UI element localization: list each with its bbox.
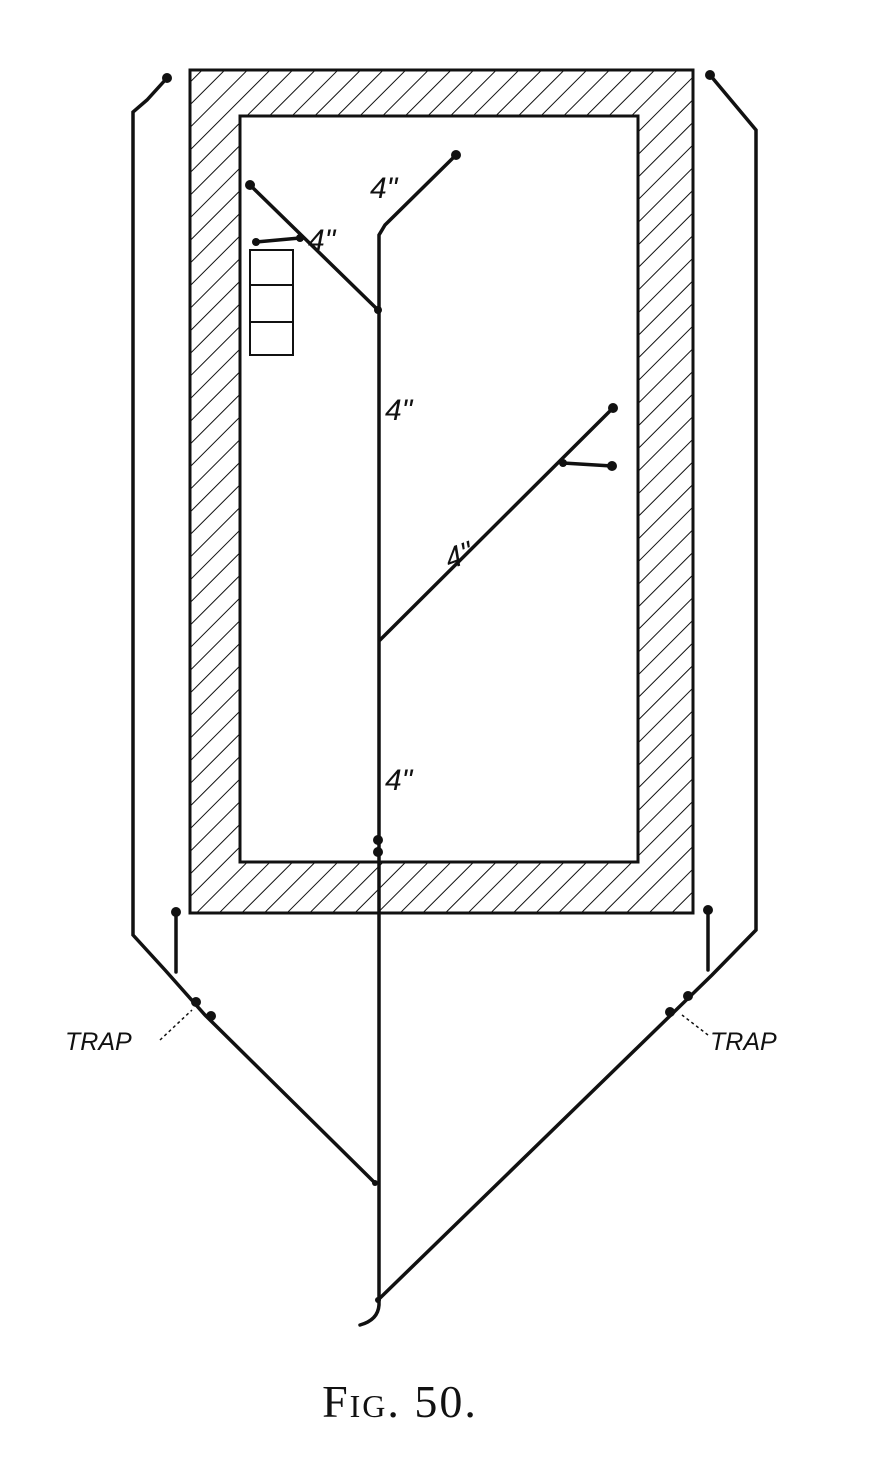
building-wall bbox=[188, 68, 695, 915]
diagonal-branch bbox=[378, 406, 615, 642]
trap-label-left: TRAP bbox=[65, 1028, 132, 1056]
pipe-size-label-top: 4" bbox=[370, 172, 399, 205]
trap-arrow-left bbox=[159, 1009, 193, 1041]
trap-arrow-right bbox=[681, 1014, 709, 1036]
right-leader bbox=[376, 73, 758, 1302]
left-leader bbox=[131, 76, 377, 1185]
left-branch-stub bbox=[254, 236, 302, 244]
trap-label-right: TRAP bbox=[710, 1028, 777, 1056]
diagonal-stub bbox=[561, 461, 614, 468]
main-stack bbox=[358, 153, 458, 1327]
pipe-size-label-diagonal: 4" bbox=[440, 535, 478, 576]
figure-caption: Fig. 50. bbox=[322, 1376, 478, 1427]
pipe-size-label-left-branch: 4" bbox=[308, 224, 337, 257]
pipes bbox=[131, 73, 758, 1327]
pipe-size-label-main-upper: 4" bbox=[385, 394, 414, 427]
joints bbox=[162, 70, 715, 1303]
fixture-box bbox=[249, 249, 294, 356]
pipe-size-label-main-lower: 4" bbox=[385, 764, 414, 797]
left-branch bbox=[248, 183, 380, 312]
